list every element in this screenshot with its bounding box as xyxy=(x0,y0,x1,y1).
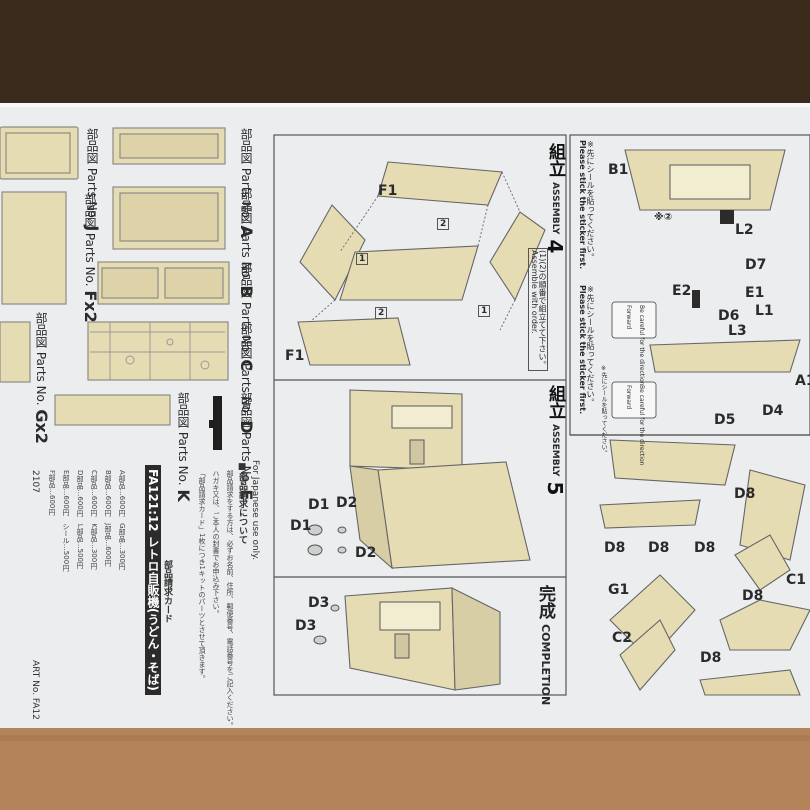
callout-d4: D4 xyxy=(762,403,784,419)
callout-e1: E1 xyxy=(745,285,765,301)
callout-g1: G1 xyxy=(608,582,630,598)
parts-label-e: 部品図 Parts No. E xyxy=(237,392,256,501)
order-card-code: 2107 xyxy=(30,470,40,493)
callout-f1-bottom: F1 xyxy=(285,348,305,364)
sticker-note-1: ※先にシールを貼ってください。Please stick the sticker … xyxy=(578,140,595,270)
callout-d5: D5 xyxy=(714,412,736,428)
order-card-heading: 部品請求カード xyxy=(162,560,172,623)
callout-d6: D6 xyxy=(718,308,740,324)
assembly4-note: (1)(2)の順番で組立てて下さい。Assemble with order. xyxy=(528,248,548,371)
callout-d1-b: D1 xyxy=(290,518,312,534)
callout-d2-b: D2 xyxy=(355,545,377,561)
callout-step2-a: 2 xyxy=(437,218,450,230)
parts-request-body: 部品請求をする方は、必ずお名前、住所、郵便番号、電話番号をご記入ください。 xyxy=(226,470,234,729)
completion-heading: 完成 COMPLETION xyxy=(535,585,555,706)
right-panel-diagram xyxy=(599,149,810,696)
assembly5-heading: 組立 ASSEMBLY 5 xyxy=(543,385,567,496)
callout-d3-b: D3 xyxy=(295,618,317,634)
parts-label-f: 部品図 Parts No. Fx2 xyxy=(81,193,100,323)
parts-label-g: 部品図 Parts No. Gx2 xyxy=(32,312,51,444)
callout-sticker-2: ※② xyxy=(654,212,673,223)
parts-label-a: 部品図 Parts No. A xyxy=(237,128,256,238)
callout-step1-a: 1 xyxy=(356,253,369,265)
parts-label-k: 部品図 Parts No. K xyxy=(174,392,193,502)
callout-d1-a: D1 xyxy=(308,497,330,513)
callout-b1: B1 xyxy=(608,162,629,178)
callout-d7: D7 xyxy=(745,257,767,273)
assembly4-diagram xyxy=(297,161,546,366)
callout-l3: L3 xyxy=(728,323,747,339)
callout-d2-a: D2 xyxy=(336,495,358,511)
parts-runners xyxy=(0,126,230,426)
dark-background xyxy=(0,0,810,115)
direction-note-1: Be careful for the direction xyxy=(638,305,645,386)
callout-f1-top: F1 xyxy=(378,183,398,199)
art-number: ART No. FA12 xyxy=(30,660,40,720)
order-card-title: FA121:12 レトロ自販機(うどん・そば) xyxy=(145,465,161,695)
parts-label-j: 部品図 Parts No. J xyxy=(83,128,102,232)
japan-only-note: For Japanese use only. xyxy=(250,460,260,561)
callout-c2: C2 xyxy=(612,630,633,646)
sticker-note-2: ※先にシールを貼ってください。Please stick the sticker … xyxy=(578,285,595,415)
parts-request-title: ■部品請求について xyxy=(237,462,247,544)
callout-d8-4: D8 xyxy=(694,540,716,556)
callout-d8-6: D8 xyxy=(700,650,722,666)
callout-d8-3: D8 xyxy=(648,540,670,556)
callout-step2-b: 2 xyxy=(375,307,388,319)
sticker-note-3: ※先にシールを貼ってください。 xyxy=(600,365,607,456)
callout-a1: A1 xyxy=(795,373,810,389)
parts-label-c: 部品図 Parts No. C xyxy=(237,262,256,372)
instruction-frames xyxy=(273,134,810,696)
callout-d3-a: D3 xyxy=(308,595,330,611)
parts-label-d: 部品図 Parts No. D xyxy=(237,323,256,434)
callout-c1: C1 xyxy=(786,572,807,588)
completion-diagram xyxy=(344,587,501,691)
callout-d8-5: D8 xyxy=(742,588,764,604)
callout-l1: L1 xyxy=(755,303,774,319)
callout-e2: E2 xyxy=(672,283,692,299)
callout-d8-2: D8 xyxy=(604,540,626,556)
assembly4-heading: 組立 ASSEMBLY 4 xyxy=(543,143,567,254)
callout-step1-b: 1 xyxy=(478,305,491,317)
assembly5-diagram xyxy=(349,389,531,570)
direction-note-2: Be careful for the direction xyxy=(638,385,645,466)
callout-d8-1: D8 xyxy=(734,486,756,502)
callout-l2: L2 xyxy=(735,222,754,238)
parts-label-b: 部品図 Parts No. B xyxy=(237,188,256,298)
